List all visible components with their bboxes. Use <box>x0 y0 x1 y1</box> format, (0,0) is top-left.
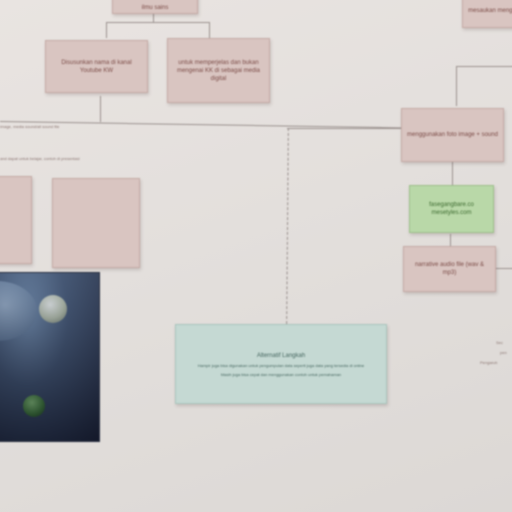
card-green-links: fasegangbare.co mesetyles.com <box>409 185 494 233</box>
connector-top-left-drop <box>106 22 107 38</box>
connector-right-main-to-green <box>452 162 453 186</box>
space-poster-image <box>0 272 100 442</box>
card-right-main-text: menggunakan foto image + sound <box>407 132 498 138</box>
card-top-right-stub-text: mesaukan mengu <box>468 8 512 14</box>
note-right-fragment2: pen <box>500 350 507 355</box>
card-top-left-stub-text: ilmu sains <box>141 5 169 11</box>
card-teal-title: Alternatif Langkah <box>256 352 306 359</box>
note-left-line1: image, media sound/all sound file <box>0 124 60 129</box>
connector-right-top-drop <box>456 66 457 106</box>
card-teal-info: Alternatif Langkah Hampir juga bisa digu… <box>175 324 387 404</box>
card-right-main: menggunakan foto image + sound <box>401 108 504 162</box>
card-left-a: Disusunkan nama di kanal Youtube KW <box>45 40 148 93</box>
connector-to-teal <box>286 127 289 325</box>
card-left-b: untuk memperjelas dan bukan mengenai KK … <box>167 38 270 103</box>
poster-glow <box>0 273 99 441</box>
note-right-fragment1: Sec <box>496 340 503 345</box>
connector-mid-horizontal <box>287 128 401 129</box>
card-green-links-text: fasegangbare.co mesetyles.com <box>429 202 474 216</box>
connector-left-a-drop <box>100 96 101 122</box>
connector-top-right-drop <box>209 22 210 38</box>
card-teal-body2: Masih juga bisa cepat dan menggunakan co… <box>220 371 342 377</box>
connector-top-center <box>153 12 154 23</box>
card-audio-text: narrative audio file (wav & mp3) <box>414 262 485 276</box>
connector-green-to-audio <box>450 234 451 246</box>
card-left-b-text: untuk memperjelas dan bukan mengenai KK … <box>176 59 261 82</box>
card-audio: narrative audio file (wav & mp3) <box>403 246 496 292</box>
card-top-right-stub: mesaukan mengu <box>462 0 512 28</box>
card-left-d <box>52 178 140 268</box>
note-left-line2: and dapat untuk belajar, contoh di prese… <box>0 156 80 161</box>
card-teal-body1: Hampir juga bisa digunakan untuk pengump… <box>197 362 365 368</box>
connector-audio-right <box>496 268 512 269</box>
card-top-left-stub: ilmu sains <box>112 0 198 14</box>
connector-right-top-horiz <box>456 66 512 67</box>
card-left-a-text: Disusunkan nama di kanal Youtube KW <box>61 59 132 74</box>
connector-top-bracket <box>106 22 210 23</box>
card-left-c <box>0 176 32 264</box>
note-right-fragment3: Pengaruh <box>480 360 498 365</box>
